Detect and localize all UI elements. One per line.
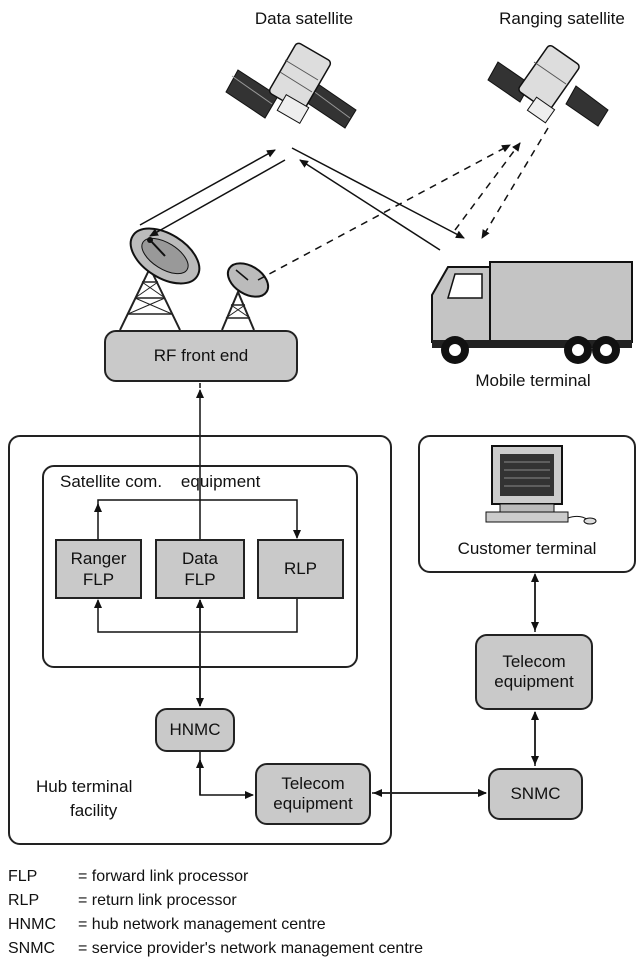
customer-telecom-equipment-box: Telecom equipment [475, 634, 593, 710]
snmc-box: SNMC [488, 768, 583, 820]
ranger-flp-label-2: FLP [82, 570, 115, 589]
hub-telecom-label-1: Telecom [281, 773, 345, 793]
rlp-label: RLP [283, 559, 318, 579]
satellite-equipment-frame [42, 465, 358, 668]
ranger-flp-label-1: Ranger [70, 548, 127, 568]
customer-telecom-label-1: Telecom [502, 651, 566, 671]
hub-telecom-equipment-box: Telecom equipment [255, 763, 371, 825]
legend-key: FLP [8, 868, 38, 885]
small-dish-antenna-icon [221, 262, 270, 331]
legend-row: HNMC = hub network management centre [8, 916, 326, 934]
rf-front-end-box: RF front end [104, 330, 298, 382]
customer-terminal-frame [418, 435, 636, 573]
legend-row: SNMC = service provider's network managem… [8, 940, 423, 958]
legend-value: = forward link processor [78, 868, 249, 885]
data-satellite-icon [225, 42, 357, 129]
data-satellite-label: Data satellite [254, 9, 354, 28]
customer-terminal-label: Customer terminal [457, 539, 597, 558]
legend-row: FLP = forward link processor [8, 868, 248, 886]
truck-icon [431, 261, 633, 364]
legend-key: RLP [8, 892, 40, 909]
hub-terminal-frame [8, 435, 392, 845]
hub-terminal-label: Hub terminal facility [36, 775, 132, 823]
rlp-box: RLP [257, 539, 344, 599]
ranger-flp-box: Ranger FLP [55, 539, 142, 599]
computer-icon [485, 445, 597, 525]
ranging-satellite-icon [487, 44, 609, 127]
customer-telecom-label-2: equipment [494, 672, 574, 691]
data-flp-box: Data FLP [155, 539, 245, 599]
legend-value: = service provider's network management … [78, 940, 423, 957]
large-dish-antenna-icon [119, 227, 201, 331]
hub-terminal-label-2: facility [70, 800, 118, 820]
hnmc-box: HNMC [155, 708, 235, 752]
satellite-equipment-label: Satellite com. equipment [60, 472, 261, 491]
legend-value: = return link processor [78, 892, 237, 909]
legend-value: = hub network management centre [78, 916, 326, 933]
legend-key: SNMC [8, 940, 56, 957]
hub-telecom-label-2: equipment [273, 794, 353, 813]
legend-row: RLP = return link processor [8, 892, 237, 910]
legend-key: HNMC [8, 916, 56, 933]
mobile-terminal-label: Mobile terminal [475, 371, 591, 390]
data-flp-label-1: Data [182, 548, 218, 568]
data-flp-label-2: FLP [184, 570, 216, 589]
hub-terminal-label-1: Hub terminal [36, 777, 133, 796]
ranging-satellite-label: Ranging satellite [499, 9, 625, 28]
